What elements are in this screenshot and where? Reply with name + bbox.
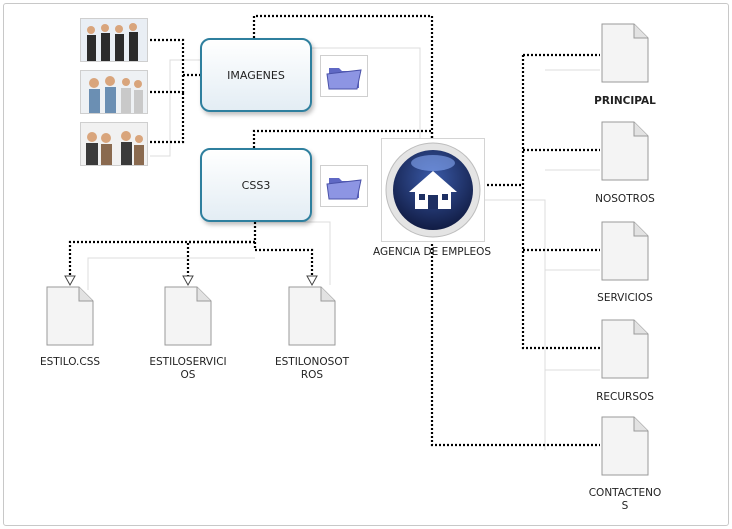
contactenos-label: CONTACTENO S — [568, 487, 682, 513]
connector-photo2-imagenes — [146, 75, 185, 94]
recursos-label: RECURSOS — [596, 391, 654, 403]
faint-connector — [482, 199, 546, 450]
document-page-icon[interactable] — [45, 285, 95, 347]
connector-bus — [521, 55, 600, 350]
faint-connector — [255, 221, 331, 285]
estiloservicios-label: ESTILOSERVICI OS — [133, 356, 243, 382]
agencia-node[interactable] — [381, 138, 485, 242]
faint-connector — [150, 59, 200, 157]
document-page-icon[interactable] — [600, 415, 650, 477]
imagenes-label: IMAGENES — [227, 68, 285, 82]
principal-label: PRINCIPAL — [594, 95, 656, 107]
connector-css3-estiloservicios — [186, 240, 255, 276]
estilo-label: ESTILO.CSS — [39, 356, 101, 368]
faint-connector — [87, 257, 255, 290]
connector-contactenos — [430, 240, 600, 447]
document-page-icon[interactable] — [600, 120, 650, 182]
contactenos-label-line2: S — [621, 500, 629, 512]
servicios-label: SERVICIOS — [597, 292, 653, 304]
connector-photo1-imagenes — [146, 38, 200, 77]
document-page-icon[interactable] — [163, 285, 213, 347]
nosotros-label: NOSOTROS — [595, 193, 655, 205]
people-photo-icon — [80, 122, 148, 166]
connector-css3-estilonosotros — [253, 242, 314, 276]
estilonosotros-label: ESTILONOSOT ROS — [257, 356, 367, 382]
imagenes-node[interactable]: IMAGENES — [200, 38, 312, 112]
faint-connector — [312, 47, 421, 160]
contactenos-label-line1: CONTACTENO — [588, 487, 662, 499]
home-icon — [385, 142, 481, 238]
arrowhead — [306, 275, 318, 287]
document-page-icon[interactable] — [287, 285, 337, 347]
arrowhead — [64, 275, 76, 287]
css3-node[interactable]: CSS3 — [200, 148, 312, 222]
agencia-label: AGENCIA DE EMPLEOS — [372, 246, 492, 258]
document-page-icon[interactable] — [600, 22, 650, 84]
estilonosotros-label-line2: ROS — [300, 369, 324, 381]
estiloservicios-label-line2: OS — [180, 369, 196, 381]
people-photo-icon — [80, 18, 148, 62]
arrowhead — [182, 275, 194, 287]
connector-photo3-imagenes — [146, 92, 185, 144]
css3-label: CSS3 — [241, 178, 271, 192]
document-page-icon[interactable] — [600, 220, 650, 282]
connector-imagenes-agencia — [252, 14, 434, 138]
document-page-icon[interactable] — [600, 318, 650, 380]
connector-css3-agencia — [252, 129, 434, 148]
estilonosotros-label-line1: ESTILONOSOT — [274, 356, 349, 368]
folder-icon — [320, 165, 368, 207]
estiloservicios-label-line1: ESTILOSERVICI — [149, 356, 227, 368]
folder-icon — [320, 55, 368, 97]
people-photo-icon — [80, 70, 148, 114]
connector-css3-estilo — [68, 222, 257, 276]
